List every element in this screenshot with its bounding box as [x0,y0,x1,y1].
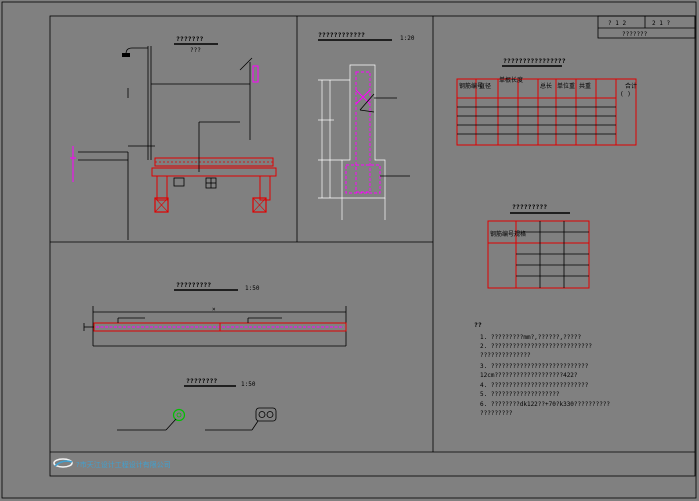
lamp-head-icon [122,53,130,57]
notes-heading: ?? [474,321,482,329]
table1-header-6: 单位重 [557,82,575,90]
pipe-circle-icon [172,408,186,422]
table1-header-3: 单根长度 [499,76,523,84]
long-view-title: ????????? [176,281,211,289]
sheet-number-left: ? 1 2 [608,20,626,27]
note-line-5: 12cm???????????????????422? [480,372,578,379]
company-logo-icon [53,458,73,468]
detail-view-title: ???????????? [318,31,365,39]
left-wall [156,175,168,201]
note-line-9: ????????? [480,410,513,417]
sheet-number-right: 2 1 ? [652,20,670,27]
section-view: ??????? ??? [70,35,277,240]
sheet-number-box: ? 1 2 2 1 ? ??????? [597,15,696,39]
detail-view: ???????????? 1:20 [318,31,415,220]
right-footing [252,197,267,213]
table1-header-9: 合计 [625,82,637,90]
small-view: ???????? 1:50 [117,377,277,431]
small-view-title: ???????? [186,377,217,385]
company-name: ?市天江设计工程设计有限公司 [76,460,171,469]
table1-unit: ( ) [620,91,631,98]
right-wall [259,175,271,201]
inner-frame [49,15,696,477]
section-view-subtitle: ??? [190,47,201,54]
double-conduit-icon [255,407,277,422]
level-marker-right [252,65,259,83]
footer: ?市天江设计工程设计有限公司 [53,458,171,469]
small-view-scale: 1:50 [241,381,256,388]
note-line-3: ?????????????? [480,352,531,359]
note-line-7: 5. ??????????????????? [480,391,560,398]
rebar-table-2: ????????? 钢筋编号规格 [487,203,590,289]
note-line-6: 4. ??????????????????????????? [480,382,589,389]
rebar-cage [355,71,371,193]
long-view: ????????? 1:50 × [83,281,347,347]
sheet-caption: ??????? [622,31,648,38]
wall-section-outline [341,64,386,199]
left-footing [154,197,169,213]
table1-header-5: 总长 [540,82,552,90]
note-line-8: 6. ????????dk122??+70?k330?????????? [480,401,610,408]
table1-header-7: 共重 [579,82,591,90]
rebar-table-1: ???????????????? 钢筋编号 直径 单根长度 总长 单位重 共重 … [456,57,637,146]
note-line-4: 3. ??????????????????????????? [480,363,589,370]
section-view-title: ??????? [176,35,203,43]
note-line-2: 2. ???????????????????????????? [480,343,592,350]
long-view-total-dim: × [212,306,216,313]
long-view-scale: 1:50 [245,285,260,292]
table1-title: ???????????????? [503,57,566,65]
table1-header-1: 钢筋编号 [459,82,483,90]
table2-title: ????????? [512,203,547,211]
detail-view-scale: 1:20 [400,35,415,42]
lamp-arm [125,47,148,55]
note-line-1: 1. ?????????mm?,??????,????? [480,334,582,341]
cable-conduit-icon [173,177,185,187]
table1-header-2: 直径 [479,82,491,90]
notes: ?? 1. ?????????mm?,??????,????? 2. ?????… [474,321,610,417]
table2-header: 钢筋编号规格 [490,230,526,238]
